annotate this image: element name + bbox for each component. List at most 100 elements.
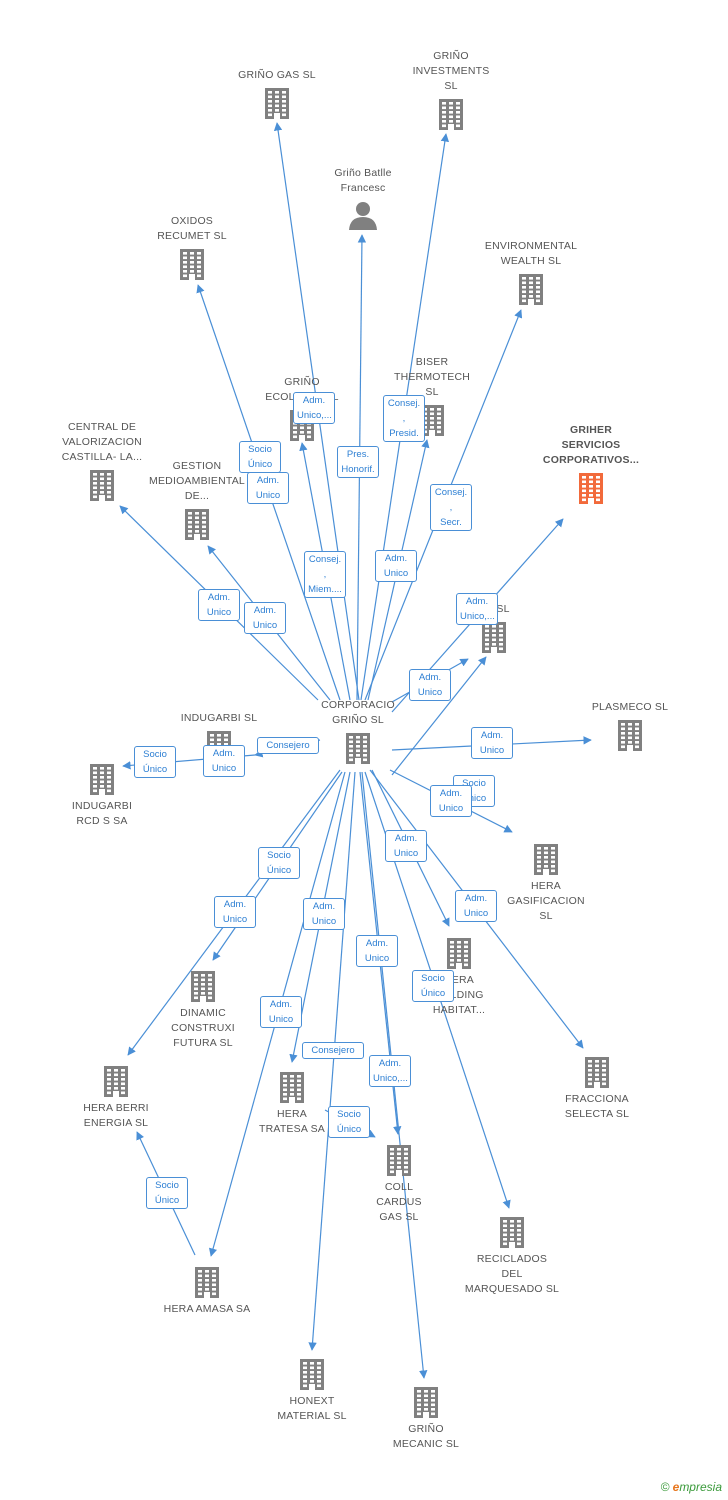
relation-label-line: Socio — [143, 749, 167, 760]
relation-label-r-holding[interactable]: Adm.Unico — [385, 830, 427, 862]
relation-label-line: Socio — [462, 778, 486, 789]
relation-label-r-plasmeco[interactable]: Adm.Unico — [471, 727, 513, 759]
relation-label-r-adm-oxidos[interactable]: Adm.Unico — [247, 472, 289, 504]
node-label-line: HABITAT... — [432, 1004, 486, 1016]
relation-label-r-central[interactable]: Adm.Unico — [198, 589, 240, 621]
relation-label-r-gestion[interactable]: Adm.Unico — [244, 602, 286, 634]
node-label-line: GESTION — [172, 460, 222, 472]
relation-edge-24 — [308, 771, 356, 1351]
node-label-line: BISER — [415, 356, 449, 368]
node-label-line: GRIHER — [569, 424, 613, 436]
relation-label-r-griher[interactable]: Adm.Unico,... — [456, 593, 498, 625]
relation-label-line: Consejero — [266, 739, 310, 751]
relation-label-line: Socio — [421, 973, 445, 984]
relation-label-line: Consej. , — [308, 554, 342, 580]
footer-brand: ©empresia — [661, 1480, 722, 1494]
relation-label-r-biser[interactable]: Consej. ,Presid. — [383, 395, 425, 442]
relation-label-line: Miem.... — [308, 584, 342, 595]
building-icon — [521, 472, 661, 504]
relation-label-r-adm-heragas[interactable]: Adm.Unico — [430, 785, 472, 817]
relation-label-r-batlle[interactable]: Pres.Honorif. — [337, 446, 379, 478]
relation-label-r-adm-dinamic[interactable]: Adm.Unico — [214, 896, 256, 928]
node-label-line: WEALTH SL — [500, 255, 562, 267]
relation-label-r-adm-rcd[interactable]: Adm.Unico — [203, 745, 245, 777]
relation-label-line: Adm. — [394, 833, 418, 844]
node-label: HERA AMASA SA — [137, 1302, 277, 1317]
copyright-symbol: © — [660, 1480, 670, 1494]
node-grino-gas[interactable]: GRIÑO GAS SL — [207, 68, 347, 119]
person-icon — [293, 200, 433, 230]
node-label-line: FUTURA SL — [173, 1037, 233, 1049]
building-icon — [381, 98, 521, 130]
relation-label-r-inv[interactable]: Consej. , Miem.... — [304, 551, 346, 598]
relation-label-r-hs[interactable]: Adm.Unico — [409, 669, 451, 701]
node-hera-amasa[interactable]: HERA AMASA SA — [137, 1266, 277, 1317]
node-label-line: MARQUESADO SL — [464, 1283, 560, 1295]
relation-label-line: Unico,... — [460, 611, 495, 622]
relation-label-r-fracciona[interactable]: Adm.Unico — [455, 890, 497, 922]
node-label-line: ENERGIA SL — [83, 1117, 149, 1129]
node-label-line: Francesc — [340, 182, 386, 194]
building-icon — [476, 843, 616, 875]
building-icon — [32, 469, 172, 501]
relation-label-r-gas[interactable]: Adm.Unico — [375, 550, 417, 582]
node-label-line: SL — [425, 386, 439, 398]
relation-label-r-indugarbi[interactable]: Consejero — [257, 736, 319, 754]
relation-label-line: Unico — [479, 745, 505, 756]
node-label-line: GRIÑO — [284, 376, 320, 388]
relation-label-r-amasa[interactable]: Adm.Unico — [260, 996, 302, 1028]
node-label-line: OXIDOS — [170, 215, 214, 227]
relation-label-line: Unico — [463, 908, 489, 919]
building-icon — [560, 719, 700, 751]
relation-label-r-mecanic[interactable]: Adm.Unico,... — [369, 1055, 411, 1087]
node-label: INDUGARBI SL — [149, 711, 289, 726]
relation-label-line: Unico — [206, 607, 232, 618]
node-label-line: CORPORACIO — [321, 699, 395, 711]
relation-label-r-tratesa[interactable]: Adm.Unico — [303, 898, 345, 930]
relation-label-r-honext[interactable]: Consejero — [302, 1041, 364, 1059]
relation-label-r-eco[interactable]: Adm.Unico,... — [293, 392, 335, 424]
node-label-line: HERA AMASA SA — [163, 1303, 251, 1315]
relation-label-line: Adm. — [269, 999, 293, 1010]
node-label-line: HERA — [444, 974, 474, 986]
relation-label-line: Unico — [255, 490, 281, 501]
building-icon — [389, 937, 529, 969]
relation-label-r-env[interactable]: Consej. ,Secr. — [430, 484, 472, 531]
node-label-line: FRACCIONA — [565, 1093, 629, 1105]
relation-label-line: Unico,... — [373, 1073, 408, 1084]
node-plasmeco[interactable]: PLASMECO SL — [560, 700, 700, 751]
relation-label-r-coll[interactable]: Adm.Unico — [356, 935, 398, 967]
node-label-line: HERA — [531, 880, 561, 892]
relation-label-line: Adm. — [253, 605, 277, 616]
